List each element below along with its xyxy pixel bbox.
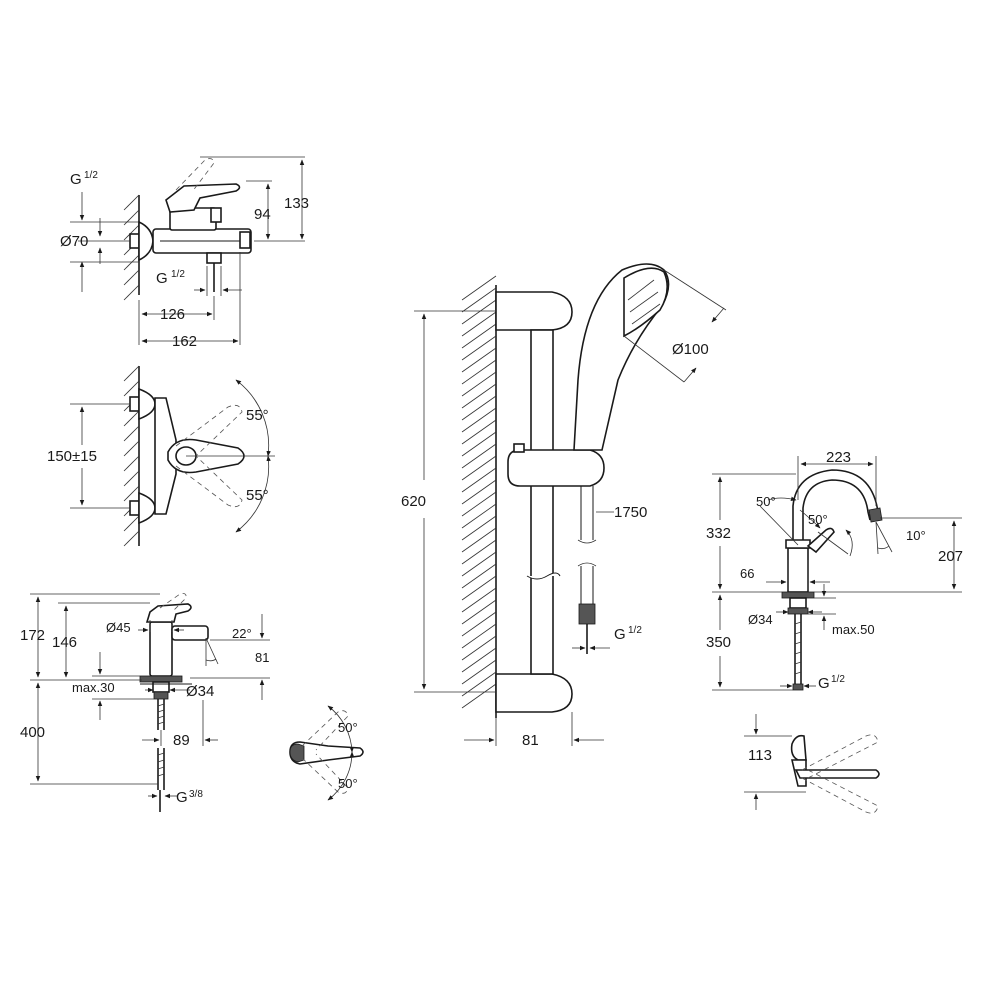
kitchen-angle-right-label: 50° xyxy=(808,512,828,527)
bath-mixer-plan: 55° 55° 150±15 xyxy=(47,365,275,547)
bath-plan-angle-bottom-label: 55° xyxy=(246,487,269,504)
bath-plan-wall-hatch xyxy=(123,365,140,547)
kitchen-diameter-34-label: Ø34 xyxy=(748,612,773,627)
basin-height-81-label: 81 xyxy=(255,650,269,665)
basin-mixer-plan: 50° 50° xyxy=(289,705,364,801)
basin-max-30-label: max.30 xyxy=(72,680,115,695)
shower-rail-height-label: 620 xyxy=(401,493,426,510)
bath-width-126-label: 126 xyxy=(160,306,185,323)
kitchen-angle-spout-label: 10° xyxy=(906,528,926,543)
kitchen-mixer-plan: 113 xyxy=(744,714,880,814)
bath-thread-bottom-fraction: 1/2 xyxy=(171,269,185,280)
basin-thread-fraction: 3/8 xyxy=(189,789,203,800)
bath-plan-angle-top-label: 55° xyxy=(246,407,269,424)
basin-height-172-label: 172 xyxy=(20,627,45,644)
bath-thread-top-label: G xyxy=(70,171,82,188)
bath-mixer-elevation: G 1/2 Ø70 94 133 G 1/2 126 162 xyxy=(60,156,309,350)
basin-plan-angle-bottom-label: 50° xyxy=(338,776,358,791)
kitchen-height-332-label: 332 xyxy=(706,525,731,542)
kitchen-height-207-label: 207 xyxy=(938,548,963,565)
shower-wall-hatch xyxy=(461,275,497,709)
kitchen-length-350-label: 350 xyxy=(706,634,731,651)
basin-plan-angle-top-label: 50° xyxy=(338,720,358,735)
kitchen-mixer-elevation: 223 50° 50° 10° 332 207 66 Ø34 xyxy=(706,449,963,692)
shower-hand-diameter-label: Ø100 xyxy=(672,341,709,358)
basin-diameter-45-label: Ø45 xyxy=(106,620,131,635)
bath-height-94-label: 94 xyxy=(254,206,271,223)
kitchen-reach-label: 223 xyxy=(826,449,851,466)
shower-hose-length-label: 1750 xyxy=(614,504,647,521)
kitchen-max-50-label: max.50 xyxy=(832,622,875,637)
basin-diameter-34-label: Ø34 xyxy=(186,683,214,700)
basin-angle-label: 22° xyxy=(232,626,252,641)
bath-height-133-label: 133 xyxy=(284,195,309,212)
shower-rail-set: 620 Ø100 1750 G 1/2 81 xyxy=(401,263,727,749)
bath-plan-center-distance-label: 150±15 xyxy=(47,448,97,465)
basin-width-89-label: 89 xyxy=(173,732,190,749)
kitchen-angle-left-label: 50° xyxy=(756,494,776,509)
kitchen-plan-height-113-label: 113 xyxy=(748,747,772,764)
basin-thread-label: G xyxy=(176,789,188,806)
kitchen-thread-fraction: 1/2 xyxy=(831,674,845,685)
kitchen-thread-label: G xyxy=(818,675,830,692)
basin-height-146-label: 146 xyxy=(52,634,77,651)
kitchen-width-66-label: 66 xyxy=(740,566,754,581)
shower-thread-fraction: 1/2 xyxy=(628,625,642,636)
basin-mixer-elevation: 172 146 400 max.30 Ø45 Ø34 22° 81 xyxy=(20,593,270,812)
shower-thread-label: G xyxy=(614,626,626,643)
bath-diameter-label: Ø70 xyxy=(60,233,88,250)
bath-width-162-label: 162 xyxy=(172,333,197,350)
shower-wall-distance-label: 81 xyxy=(522,732,539,749)
basin-length-400-label: 400 xyxy=(20,724,45,741)
bath-thread-bottom-label: G xyxy=(156,270,168,287)
bath-thread-top-fraction: 1/2 xyxy=(84,170,98,181)
